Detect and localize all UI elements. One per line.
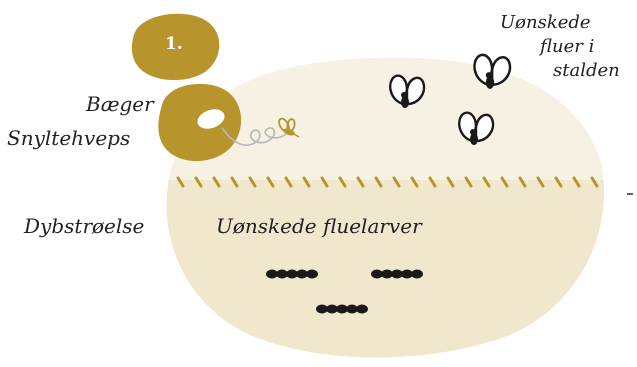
fly-icon xyxy=(458,111,495,145)
cup-icon xyxy=(158,83,242,162)
fly-larvae-label: Uønskede fluelarver xyxy=(216,214,422,238)
fly-icon xyxy=(473,53,512,89)
wasp-icon xyxy=(278,117,300,138)
fly-icon xyxy=(389,74,426,108)
larva-icon xyxy=(316,304,368,314)
parasitic-wasp-label: Snyltehveps xyxy=(7,126,131,150)
flies-label-line2: fluer i xyxy=(540,36,595,57)
flies-label-line3: stalden xyxy=(553,60,620,81)
step-number: 1. xyxy=(165,34,183,54)
cup-label: Bæger xyxy=(86,92,154,116)
step-badge xyxy=(131,13,220,81)
larva-icon xyxy=(371,269,423,279)
larva-icon xyxy=(266,269,318,279)
wasp-flight-path xyxy=(221,127,287,146)
flies-label-line1: Uønskede xyxy=(500,12,591,33)
deep-litter-label: Dybstrøelse xyxy=(24,214,145,238)
litter-surface-dashes xyxy=(176,176,599,188)
